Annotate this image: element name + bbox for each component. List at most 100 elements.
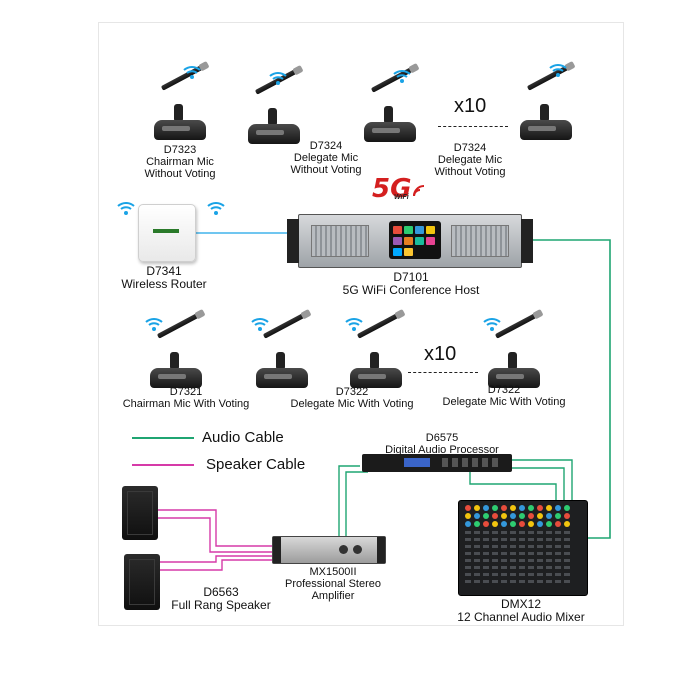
audio-cable-legend-label: Audio Cable xyxy=(202,429,284,446)
label-d7324: D7324 Delegate Mic Without Voting xyxy=(276,140,376,176)
mixer-channel-strip xyxy=(492,531,498,587)
wifi-icon xyxy=(269,72,287,85)
signal-icon xyxy=(413,185,425,197)
wifi-icon xyxy=(393,70,411,83)
mixer-knob xyxy=(474,505,480,511)
model-name: D7324 xyxy=(309,140,343,152)
wifi-icon xyxy=(145,318,163,331)
mic-delegate-voting-2 xyxy=(346,310,404,388)
mixer-channel-strip xyxy=(483,531,489,587)
label-d7323: D7323 Chairman Mic Without Voting xyxy=(130,144,230,180)
model-desc: Delegate Mic xyxy=(293,152,359,164)
wifi-icon xyxy=(251,318,269,331)
mixer-knob xyxy=(483,521,489,527)
speaker-cable-top-a xyxy=(158,509,272,547)
speaker-cable-legend-label: Speaker Cable xyxy=(206,456,306,473)
mixer-knob xyxy=(483,513,489,519)
stereo-amplifier xyxy=(272,536,386,564)
processor-mixer-audio-cable-c xyxy=(469,472,557,500)
model-name: D7101 xyxy=(393,270,429,284)
mixer-knob xyxy=(537,505,543,511)
mixer-knob xyxy=(564,505,570,511)
mixer-knob xyxy=(537,521,543,527)
mixer-knob xyxy=(501,513,507,519)
5g-text: 5G xyxy=(372,174,412,204)
bottom-mic-multiplier: x10 xyxy=(424,343,457,365)
mixer-knob xyxy=(483,505,489,511)
speaker-cable-bottom-b xyxy=(160,559,272,571)
mixer-knob xyxy=(501,505,507,511)
bottom-mic-dashed-line xyxy=(408,372,478,373)
model-desc: 12 Channel Audio Mixer xyxy=(457,610,585,624)
mixer-knob xyxy=(528,521,534,527)
mixer-knob xyxy=(519,505,525,511)
mixer-knob xyxy=(519,513,525,519)
mixer-knob xyxy=(465,505,471,511)
label-d7341: D7341 Wireless Router xyxy=(104,265,224,291)
model-desc: Wireless Router xyxy=(121,277,207,291)
model-name: D7323 xyxy=(163,144,197,156)
label-d6575: D6575 Digital Audio Processor xyxy=(372,432,512,456)
model-name: D7322 xyxy=(335,386,369,398)
wifi-icon xyxy=(549,64,567,77)
diagram-frame xyxy=(98,22,624,626)
model-desc: Chairman Mic With Voting xyxy=(122,398,250,410)
mixer-knob xyxy=(546,505,552,511)
model-desc: Delegate Mic With Voting xyxy=(442,396,566,408)
mixer-knob xyxy=(492,513,498,519)
processor-mixer-audio-cable-b xyxy=(506,467,565,500)
model-desc: Delegate Mic With Voting xyxy=(290,398,414,410)
model-desc: Digital Audio Processor xyxy=(385,444,499,456)
label-d6563: D6563 Full Rang Speaker xyxy=(156,586,286,612)
wifi-icon xyxy=(117,202,135,215)
wifi-icon xyxy=(483,318,501,331)
mixer-channel-strip xyxy=(519,531,525,587)
label-d7324-x10: D7324 Delegate Mic Without Voting xyxy=(420,142,520,178)
audio-cable-legend-line xyxy=(132,437,194,439)
model-name: DMX12 xyxy=(500,597,541,611)
label-d7101: D7101 5G WiFi Conference Host xyxy=(300,271,522,297)
mixer-knob xyxy=(555,505,561,511)
processor-mixer-audio-cable-a xyxy=(512,459,573,500)
speaker-bottom xyxy=(124,554,160,610)
model-name: D7322 xyxy=(487,384,521,396)
mixer-knob xyxy=(474,521,480,527)
wifi-icon xyxy=(207,202,225,215)
processor-amp-audio-cable-b xyxy=(345,471,368,536)
speaker-cable-legend-line xyxy=(132,464,194,466)
mixer-knob xyxy=(528,513,534,519)
mic-chairman-no-voting xyxy=(150,62,208,140)
digital-audio-processor xyxy=(362,454,512,472)
model-desc: Full Rang Speaker xyxy=(171,598,271,612)
mixer-channel-strip xyxy=(546,531,552,587)
label-d7321: D7321 Chairman Mic With Voting xyxy=(116,386,256,410)
model-desc: Professional Stereo xyxy=(285,578,381,590)
5g-wifi-badge: 5G WiFi xyxy=(372,174,425,204)
model-desc: Without Voting xyxy=(290,164,362,176)
model-desc: Chairman Mic xyxy=(146,156,214,168)
mic-delegate-no-voting-2 xyxy=(360,64,418,142)
mixer-knob xyxy=(510,521,516,527)
model-name: D6575 xyxy=(425,432,459,444)
mixer-knob xyxy=(510,513,516,519)
model-desc: Delegate Mic xyxy=(437,154,503,166)
mixer-knob xyxy=(474,513,480,519)
mixer-channel-strip xyxy=(528,531,534,587)
model-name: D7321 xyxy=(169,386,203,398)
processor-amp-audio-cable-a xyxy=(338,465,360,536)
speaker-cable-top-b xyxy=(158,517,272,553)
wifi-icon xyxy=(345,318,363,331)
mixer-knob xyxy=(537,513,543,519)
wireless-router xyxy=(138,204,196,262)
mic-delegate-no-voting xyxy=(244,66,302,144)
mixer-knob xyxy=(492,505,498,511)
model-desc: Amplifier xyxy=(311,590,355,602)
mixer-knob xyxy=(465,513,471,519)
mixer-knob xyxy=(546,521,552,527)
mixer-knob xyxy=(564,513,570,519)
conference-host xyxy=(287,214,533,268)
mixer-channel-strip xyxy=(501,531,507,587)
top-mic-dashed-line xyxy=(438,126,508,127)
top-mic-multiplier: x10 xyxy=(454,95,487,117)
label-d7322: D7322 Delegate Mic With Voting xyxy=(282,386,422,410)
